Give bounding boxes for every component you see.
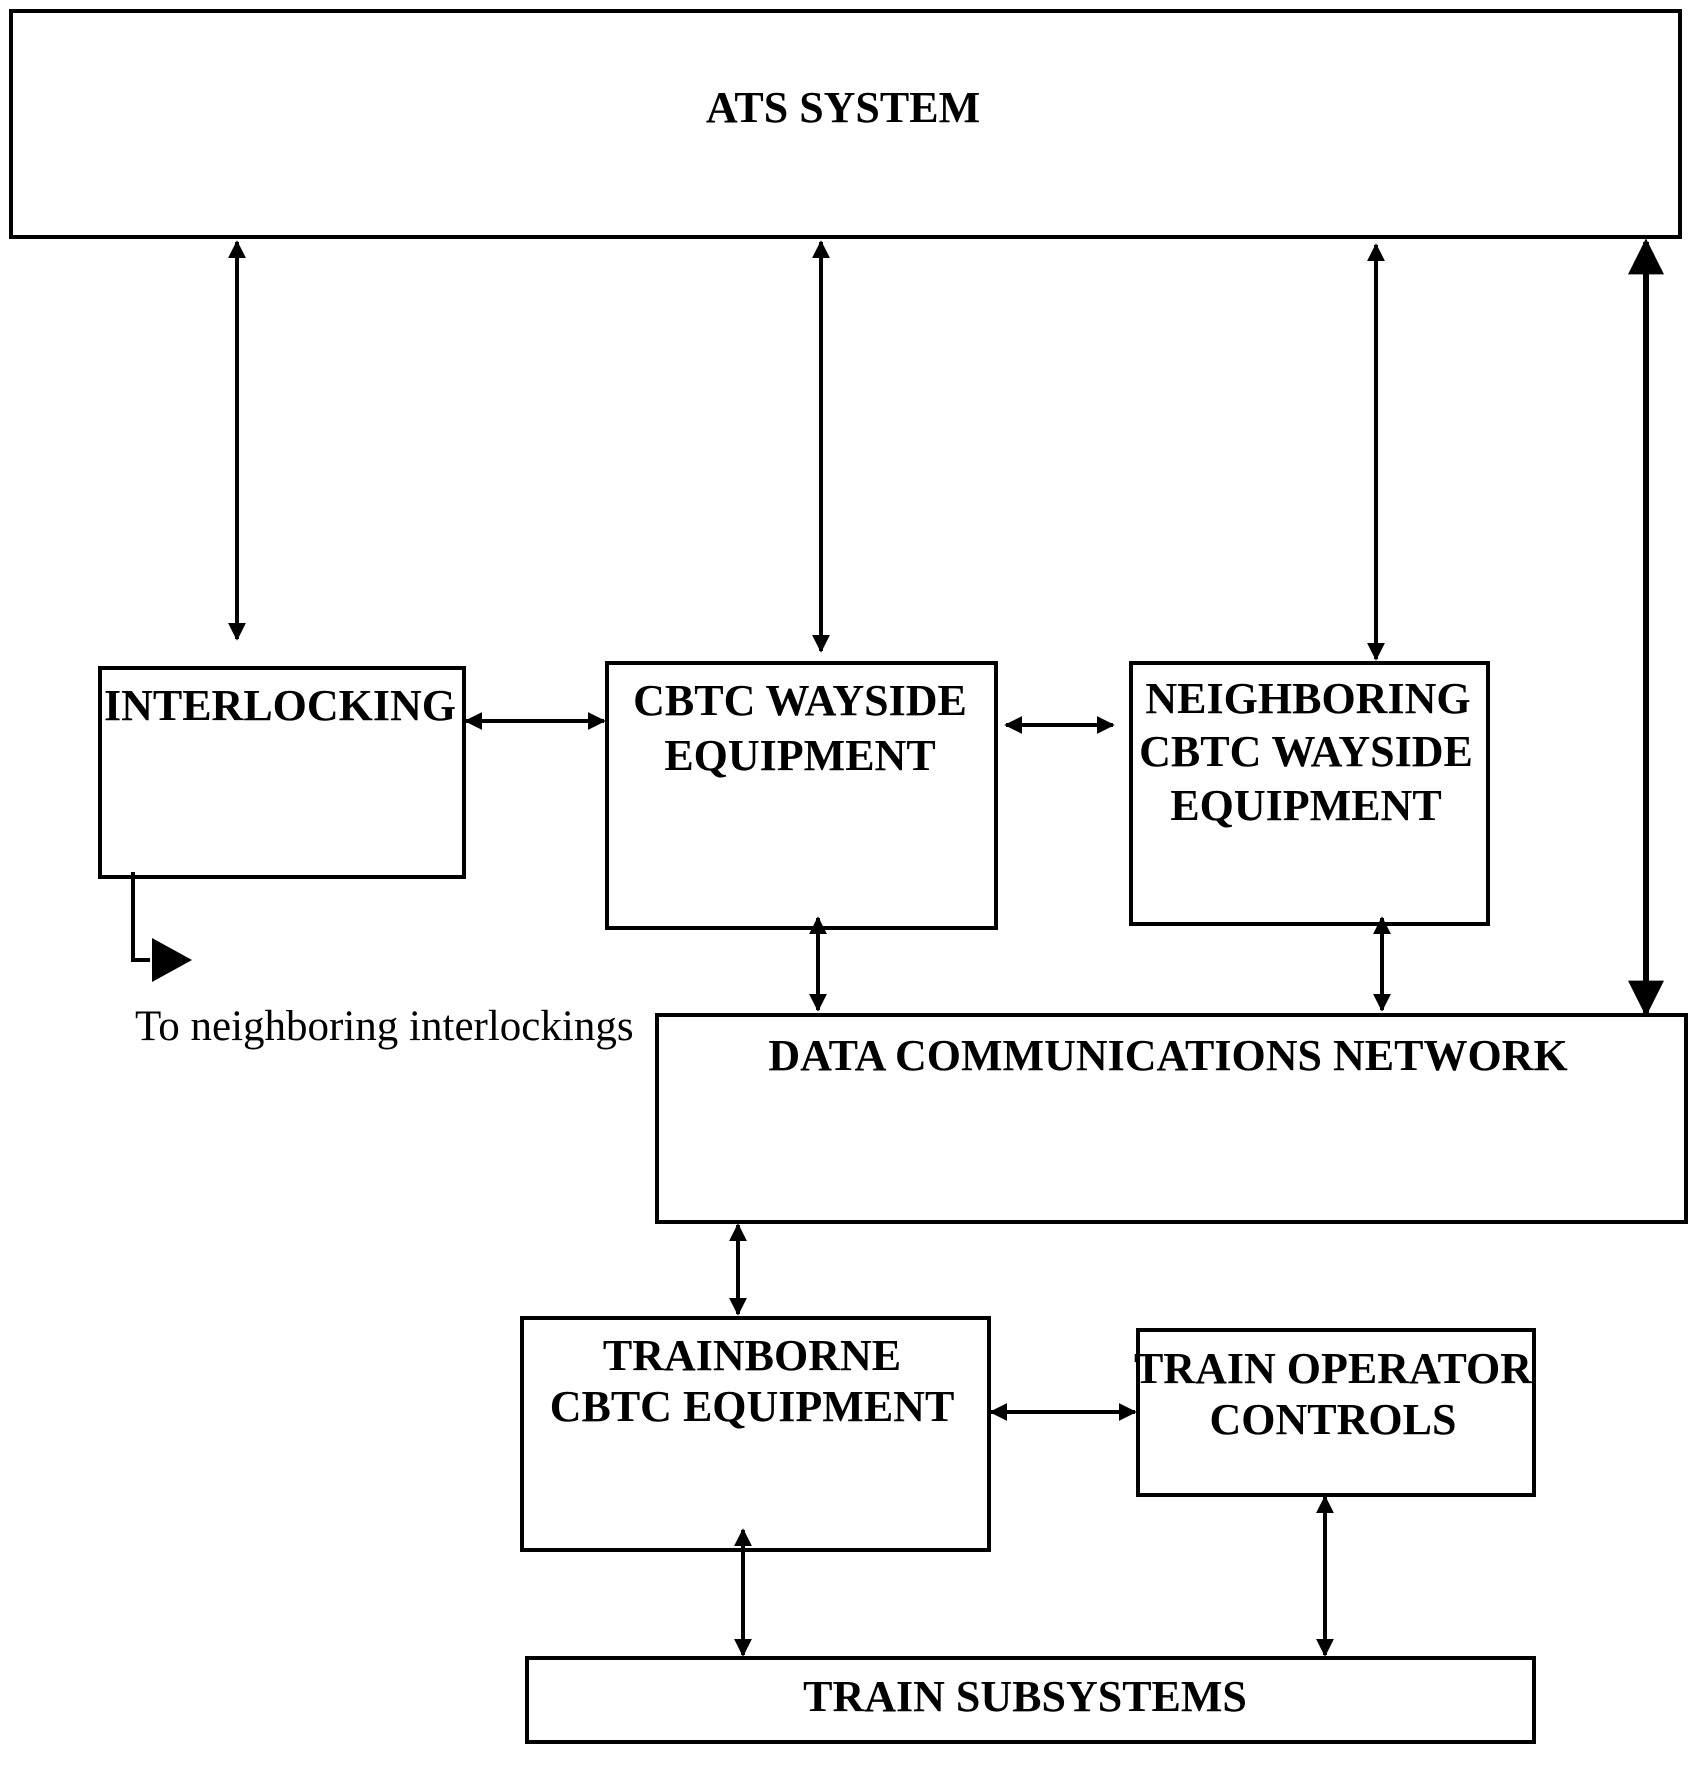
- neighboring-interlockings-connector: [131, 872, 150, 962]
- trainborne-label-line2: CBTC EQUIPMENT: [550, 1382, 955, 1431]
- trainborne-label-line1: TRAINBORNE: [603, 1331, 901, 1380]
- train-subsystems-label: TRAIN SUBSYSTEMS: [803, 1672, 1247, 1721]
- ats-system-label: ATS SYSTEM: [706, 83, 980, 132]
- operator-controls-label-line2: CONTROLS: [1210, 1395, 1457, 1444]
- neighboring-wayside-label-line2: CBTC WAYSIDE: [1139, 727, 1473, 776]
- data-communications-network-box: DATA COMMUNICATIONS NETWORK: [655, 1013, 1688, 1224]
- neighboring-interlockings-note: To neighboring interlockings: [135, 1003, 634, 1050]
- cbtc-wayside-label-line2: EQUIPMENT: [664, 731, 935, 780]
- interlocking-label: INTERLOCKING: [104, 681, 456, 730]
- neighboring-wayside-label-line3: EQUIPMENT: [1170, 781, 1441, 830]
- cbtc-wayside-equipment-box: CBTC WAYSIDE EQUIPMENT: [605, 661, 998, 930]
- train-subsystems-box: TRAIN SUBSYSTEMS: [525, 1656, 1536, 1744]
- neighboring-wayside-label-line1: NEIGHBORING: [1145, 674, 1470, 723]
- train-operator-controls-box: TRAIN OPERATOR CONTROLS: [1134, 1328, 1536, 1497]
- cbtc-wayside-label-line1: CBTC WAYSIDE: [633, 676, 967, 725]
- neighboring-interlockings-arrowhead: [152, 938, 192, 982]
- ats-system-box: ATS SYSTEM: [9, 9, 1682, 239]
- neighboring-cbtc-wayside-box: NEIGHBORING CBTC WAYSIDE EQUIPMENT: [1129, 661, 1490, 926]
- interlocking-box: INTERLOCKING: [98, 666, 466, 879]
- data-network-label: DATA COMMUNICATIONS NETWORK: [768, 1031, 1567, 1080]
- operator-controls-label-line1: TRAIN OPERATOR: [1134, 1344, 1533, 1393]
- trainborne-cbtc-equipment-box: TRAINBORNE CBTC EQUIPMENT: [520, 1316, 991, 1552]
